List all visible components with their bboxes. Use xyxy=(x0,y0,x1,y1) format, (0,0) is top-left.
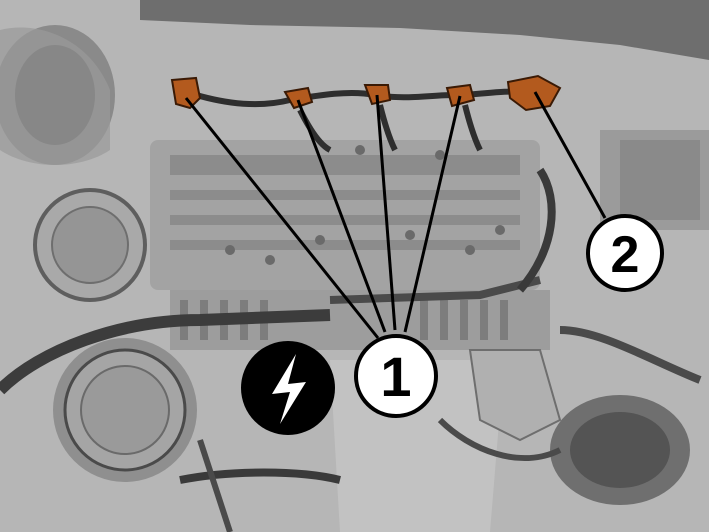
injector-connector-1 xyxy=(170,76,202,110)
callout-1: 1 xyxy=(354,334,438,418)
callout-1-label: 1 xyxy=(380,345,411,408)
callout-2-label: 2 xyxy=(611,226,640,284)
injector-connector-4 xyxy=(445,83,476,108)
leader-lines xyxy=(184,91,607,339)
lightning-bolt-icon xyxy=(241,341,335,435)
injector-connector-2 xyxy=(283,86,314,110)
callout-2: 2 xyxy=(586,214,664,292)
injector-connector-3 xyxy=(363,84,392,106)
